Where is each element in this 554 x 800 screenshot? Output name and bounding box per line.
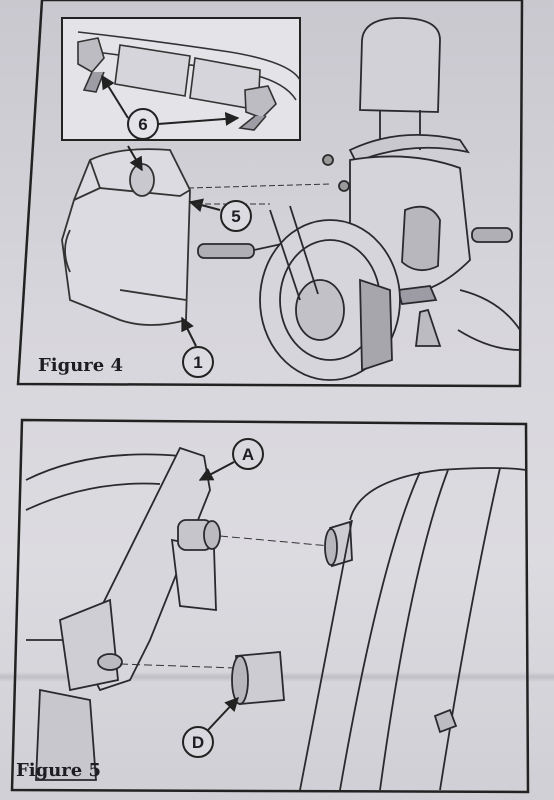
figure-4-caption: Figure 4 (38, 355, 123, 376)
fender-body (299, 467, 527, 791)
callout-6: 6 (101, 74, 240, 140)
motorcycle-rear (197, 17, 521, 381)
callout-1: 1 (181, 316, 214, 378)
inset-pointer-arrow (127, 145, 143, 172)
figure-4: 6 5 (16, 0, 524, 388)
callout-1-label: 1 (193, 353, 202, 372)
callout-5-label: 5 (231, 207, 240, 226)
figure-5: A D Figure 5 (10, 418, 530, 794)
figure-4-frame (16, 0, 524, 388)
callout-a-label: A (242, 445, 254, 464)
saddlebag (61, 148, 191, 326)
fender-receivers (231, 520, 353, 705)
callout-5: 5 (187, 183, 331, 232)
figure-5-frame (10, 418, 530, 794)
callout-a: A (198, 438, 264, 481)
figure-5-caption: Figure 5 (16, 760, 101, 781)
luggage-rack-inset (77, 31, 301, 131)
mounting-bracket (35, 446, 221, 781)
callout-6-label: 6 (138, 115, 147, 134)
callout-d-label: D (192, 733, 204, 752)
alignment-guides (119, 535, 331, 669)
callout-d: D (182, 696, 239, 758)
